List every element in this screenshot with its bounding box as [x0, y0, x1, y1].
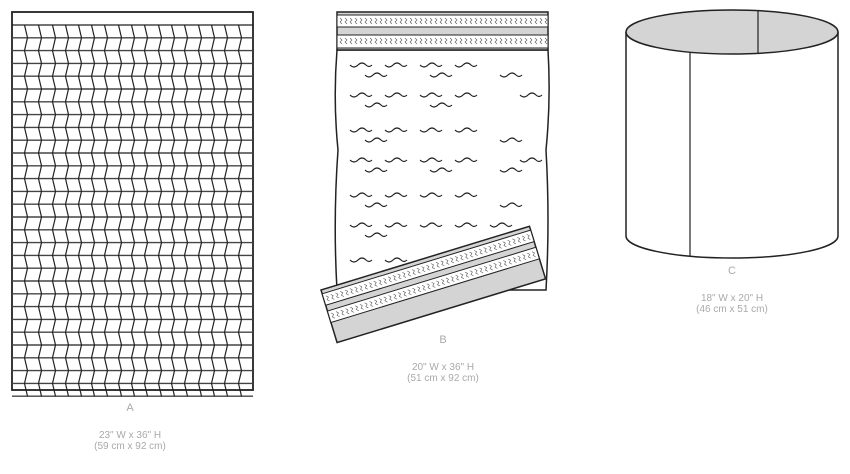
item-a-dims-cm: (59 cm x 92 cm) — [94, 441, 166, 452]
item-b-dims-cm: (51 cm x 92 cm) — [407, 373, 479, 384]
item-a-woven-rug-drawing — [11, 11, 254, 397]
item-a-dims-in: 23" W x 36" H — [98, 430, 162, 441]
item-b-dims-in: 20" W x 36" H — [411, 362, 475, 373]
item-c-dims-cm: (46 cm x 51 cm) — [696, 304, 768, 315]
item-c-cylinder-drawing — [625, 9, 839, 259]
item-c-letter: C — [728, 265, 736, 277]
item-b-rolled-rug-drawing — [320, 11, 550, 344]
item-c-dims-in: 18" W x 20" H — [700, 293, 764, 304]
item-a-letter: A — [126, 402, 134, 414]
item-b-letter: B — [439, 334, 447, 346]
